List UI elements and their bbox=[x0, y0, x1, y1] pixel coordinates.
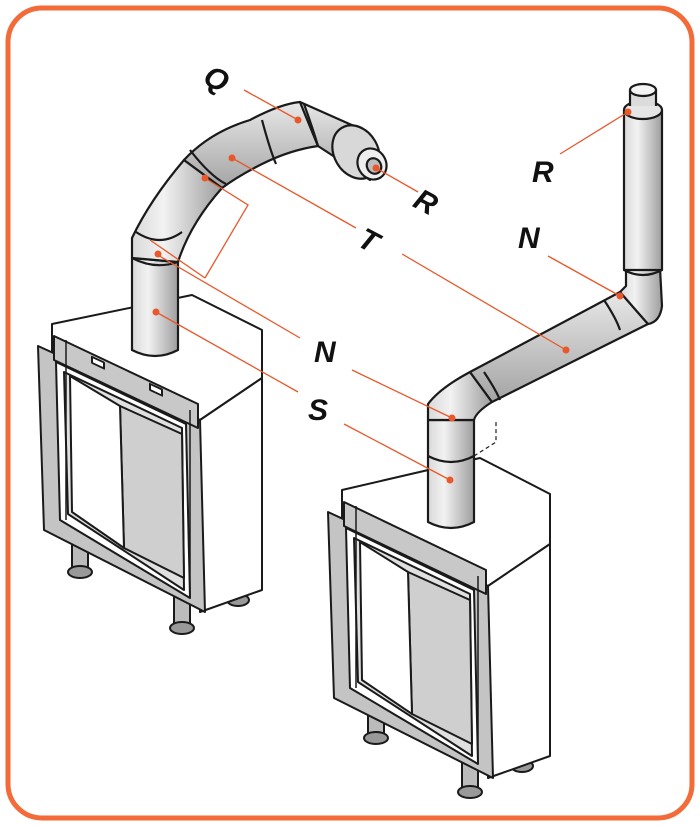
leader-dots bbox=[152, 108, 632, 484]
fireplace-left bbox=[37, 294, 263, 635]
flue-left bbox=[130, 100, 388, 358]
label-s: S bbox=[308, 394, 328, 427]
fireplace-left-feet bbox=[67, 539, 250, 635]
flue-right bbox=[426, 82, 664, 530]
label-n-right: N bbox=[518, 222, 541, 255]
leader-lines bbox=[149, 89, 629, 481]
label-r-right: R bbox=[532, 156, 554, 189]
label-n-mid: N bbox=[314, 336, 337, 369]
